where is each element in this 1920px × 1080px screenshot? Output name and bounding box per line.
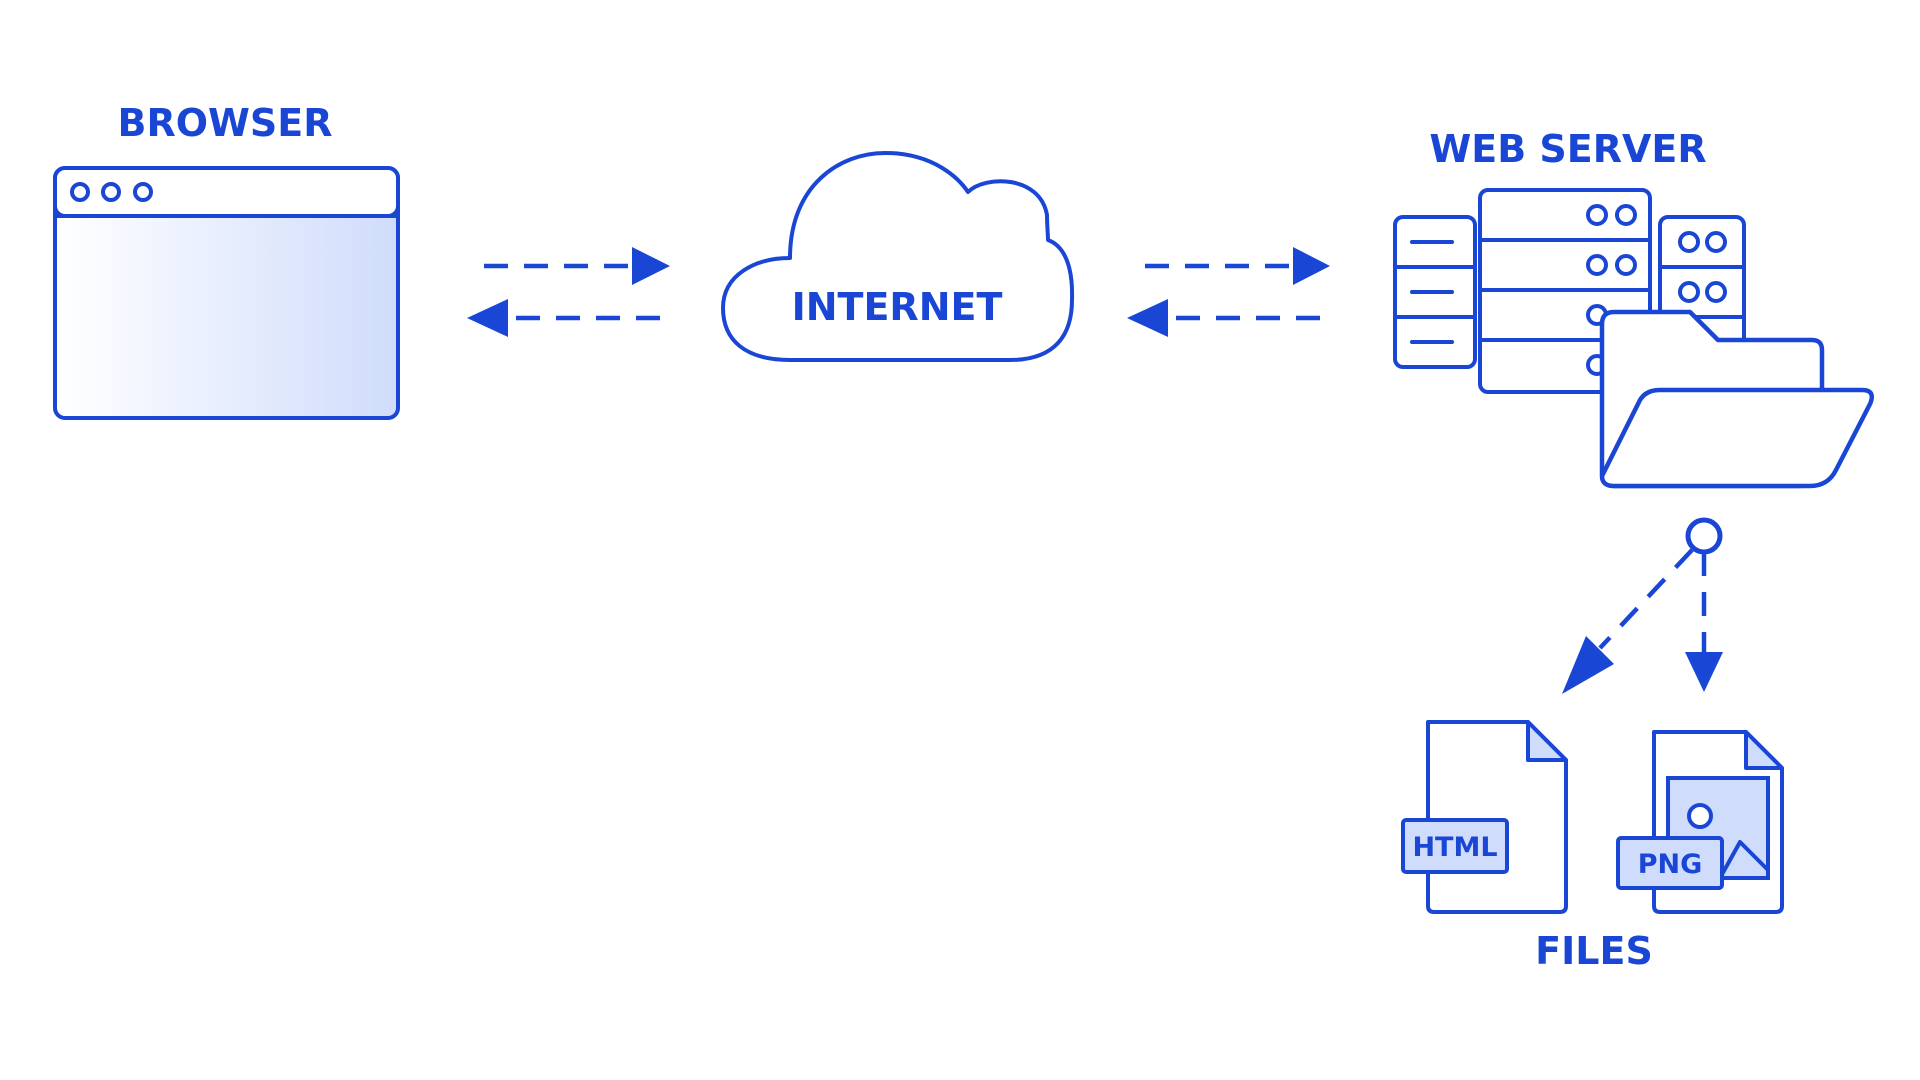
folder-to-files-arrows [1562,517,1723,694]
arrow-right-request [484,247,670,285]
internet-label: INTERNET [792,285,1003,329]
files-node: HTML PNG FILES [1401,720,1784,973]
arrow-to-png-file [1685,552,1723,692]
files-label: FILES [1535,929,1653,973]
web-server-label: WEB SERVER [1429,127,1706,171]
browser-node: BROWSER [53,101,400,420]
branch-node [1685,517,1723,555]
web-server-node: WEB SERVER [1393,127,1874,489]
arrow-to-html-file [1562,548,1694,694]
png-file-tag: PNG [1638,849,1703,880]
png-file-icon: PNG [1616,730,1784,914]
arrow-right-forward [1145,247,1330,285]
html-file-icon: HTML [1401,720,1568,914]
cloud-icon [721,151,1075,362]
html-file-tag: HTML [1412,832,1497,863]
browser-label: BROWSER [117,101,332,145]
internet-node: INTERNET [721,151,1075,362]
arrow-left-response [467,299,660,337]
arrow-left-return [1127,299,1320,337]
internet-server-arrows [1127,247,1330,337]
browser-window-icon [53,166,400,420]
open-folder-icon [1599,309,1874,489]
browser-internet-arrows [467,247,670,337]
